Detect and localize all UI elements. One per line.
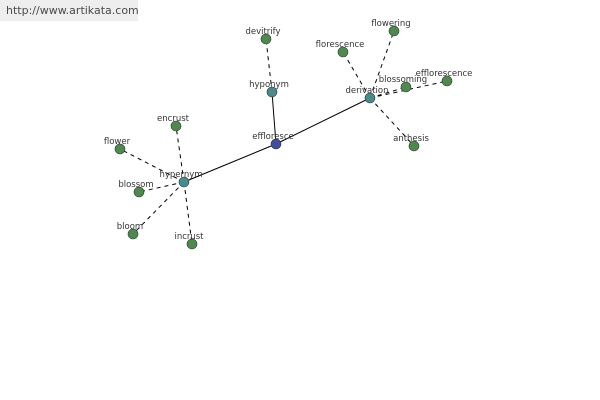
node-leaf-blossom[interactable]	[133, 186, 145, 198]
label-leaf-efflorescence: efflorescence	[416, 69, 473, 79]
label-leaf-blossom: blossom	[118, 180, 153, 190]
node-relation-hypernym[interactable]	[178, 176, 190, 188]
label-leaf-anthesis: anthesis	[393, 134, 429, 144]
label-leaf-flowering: flowering	[371, 19, 410, 29]
node-leaf-flower[interactable]	[114, 143, 126, 155]
node-leaf-incrust[interactable]	[186, 238, 198, 250]
edge-hypernym-incrust	[183, 181, 193, 245]
url-text: http://www.artikata.com	[6, 4, 139, 17]
node-relation-hyponym[interactable]	[266, 86, 278, 98]
label-relation-hypernym: hypernym	[159, 170, 202, 180]
node-center[interactable]	[270, 138, 282, 150]
edge-hypernym-encrust	[175, 125, 185, 183]
edge-hyponym-devitrify	[265, 38, 273, 93]
edge-derivation-anthesis	[369, 97, 415, 147]
node-leaf-encrust[interactable]	[170, 120, 182, 132]
node-leaf-bloom[interactable]	[127, 228, 139, 240]
edge-center-hypernym	[183, 143, 277, 183]
label-leaf-incrust: incrust	[174, 232, 204, 242]
label-relation-derivation: derivation	[345, 86, 388, 96]
label-leaf-florescence: florescence	[316, 40, 365, 50]
label-leaf-flower: flower	[104, 137, 131, 147]
node-leaf-efflorescence[interactable]	[441, 75, 453, 87]
label-relation-hyponym: hyponym	[249, 80, 289, 90]
label-leaf-devitrify: devitrify	[245, 27, 280, 37]
edge-center-hyponym	[271, 91, 277, 145]
label-leaf-blossoming: blossoming	[379, 75, 427, 85]
edge-derivation-blossoming	[369, 86, 407, 99]
url-banner: http://www.artikata.com	[0, 0, 139, 21]
label-leaf-bloom: bloom	[117, 222, 143, 232]
node-leaf-flowering[interactable]	[388, 25, 400, 37]
node-relation-derivation[interactable]	[364, 92, 376, 104]
node-leaf-devitrify[interactable]	[260, 33, 272, 45]
node-leaf-florescence[interactable]	[337, 46, 349, 58]
label-center: effloresce	[252, 132, 294, 142]
node-leaf-blossoming[interactable]	[400, 81, 412, 93]
edge-derivation-florescence	[342, 51, 371, 99]
edge-derivation-efflorescence	[369, 80, 448, 99]
edge-center-derivation	[275, 97, 371, 145]
edge-derivation-flowering	[369, 30, 395, 99]
node-leaf-anthesis[interactable]	[408, 140, 420, 152]
label-leaf-encrust: encrust	[157, 114, 190, 124]
